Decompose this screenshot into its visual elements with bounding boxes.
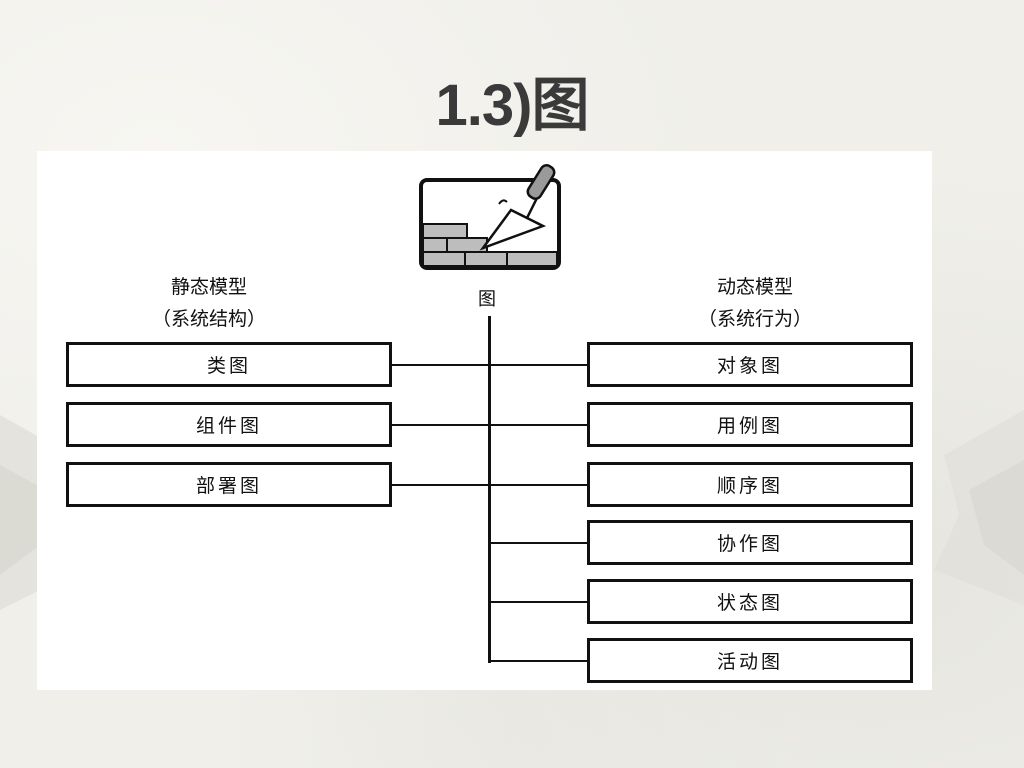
dynamic-item-activity-diagram: 活动图	[587, 638, 913, 683]
static-model-title-line1: 静态模型	[170, 276, 247, 298]
dynamic-model-title-line1: 动态模型	[716, 276, 793, 298]
center-label: 图	[478, 289, 496, 310]
dynamic-item-sequence-diagram: 顺序图	[587, 462, 913, 507]
static-item-class-diagram: 类图	[66, 342, 392, 387]
connector-row-3	[392, 484, 587, 486]
static-model-title-line2: （系统结构）	[151, 308, 266, 330]
static-item-deployment-diagram: 部署图	[66, 462, 392, 507]
dynamic-model-title: 动态模型 （系统行为）	[617, 271, 893, 335]
dynamic-item-collaboration-diagram: 协作图	[587, 520, 913, 565]
trowel-bricks-icon	[415, 156, 570, 274]
connector-row-2	[392, 424, 587, 426]
right-decoration	[934, 410, 1024, 605]
dynamic-item-state-diagram: 状态图	[587, 579, 913, 624]
connector-row-6	[488, 660, 587, 662]
slide-title: 1.3)图	[435, 73, 590, 138]
static-item-component-diagram: 组件图	[66, 402, 392, 447]
static-model-title: 静态模型 （系统结构）	[67, 271, 351, 335]
connector-row-1	[392, 364, 587, 366]
dynamic-item-object-diagram: 对象图	[587, 342, 913, 387]
connector-row-4	[488, 542, 587, 544]
dynamic-model-title-line2: （系统行为）	[697, 308, 812, 330]
uml-diagram-panel: 图 静态模型 （系统结构） 类图 组件图 部署图 动态模型 （系统行为） 对象图…	[37, 151, 932, 690]
connector-row-5	[488, 601, 587, 603]
center-trunk-line	[488, 316, 491, 663]
dynamic-item-use-case-diagram: 用例图	[587, 402, 913, 447]
